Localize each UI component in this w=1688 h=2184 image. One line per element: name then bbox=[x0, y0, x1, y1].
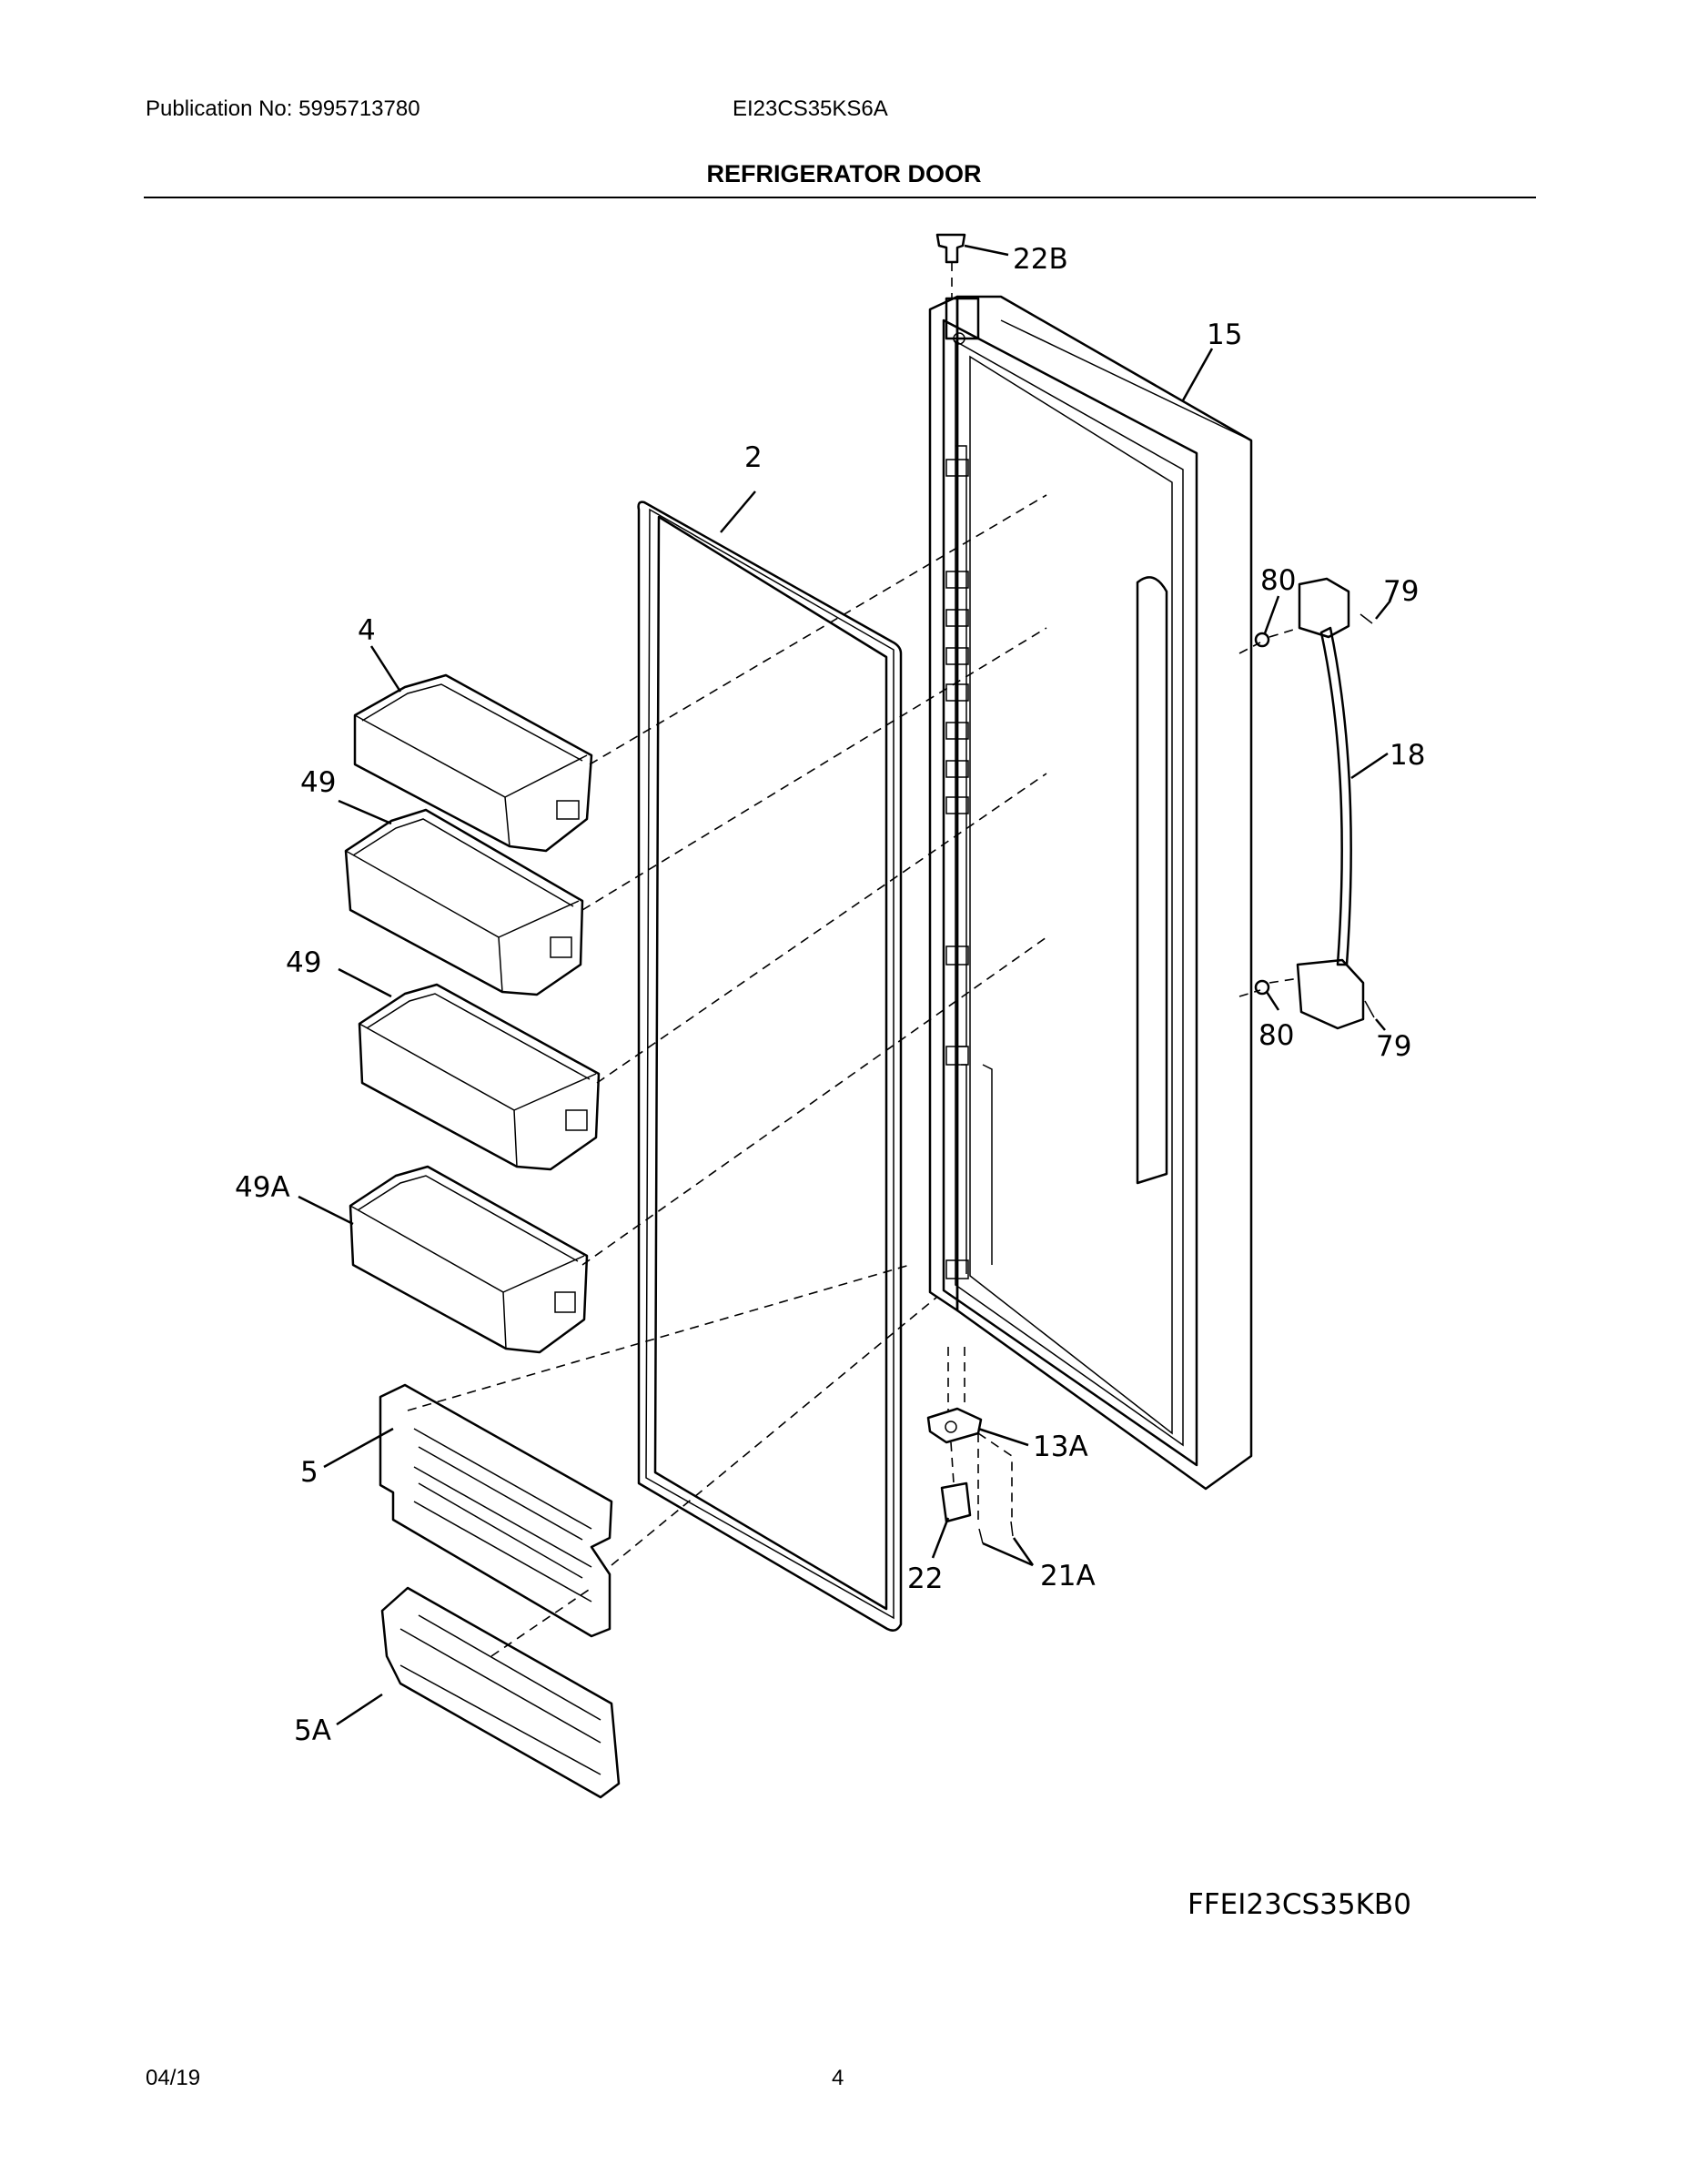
door-bin-part-49A bbox=[349, 1165, 589, 1354]
callout-22B: 22B bbox=[1013, 243, 1068, 276]
callout-18: 18 bbox=[1390, 739, 1425, 772]
door-bin-part-49-lower bbox=[358, 983, 601, 1171]
callout-13A: 13A bbox=[1033, 1431, 1088, 1463]
callout-49-upper: 49 bbox=[300, 766, 336, 799]
callout-49-lower: 49 bbox=[286, 946, 321, 979]
callout-labels: 22B 15 2 4 49 49 49A 80 79 18 80 79 13A … bbox=[235, 243, 1425, 1747]
leader-lines bbox=[298, 244, 1391, 1726]
shelf-frame-part-5A bbox=[380, 1586, 621, 1799]
callout-5A: 5A bbox=[294, 1714, 331, 1747]
callout-22: 22 bbox=[907, 1562, 943, 1595]
publication-number: Publication No: 5995713780 bbox=[146, 96, 420, 121]
callout-15: 15 bbox=[1207, 318, 1242, 351]
callout-79-lower: 79 bbox=[1376, 1030, 1411, 1063]
page-title: REFRIGERATOR DOOR bbox=[706, 160, 982, 187]
small-parts bbox=[926, 233, 1375, 1544]
callout-49A: 49A bbox=[235, 1171, 290, 1204]
callout-80-lower: 80 bbox=[1258, 1019, 1294, 1052]
diagram-code: FFEI23CS35KB0 bbox=[1188, 1888, 1411, 1921]
shelf-clips bbox=[945, 459, 969, 1279]
callout-79-upper: 79 bbox=[1383, 575, 1419, 608]
callout-2: 2 bbox=[744, 441, 763, 474]
callout-4: 4 bbox=[358, 614, 376, 647]
callout-5: 5 bbox=[300, 1456, 318, 1489]
alignment-lines bbox=[407, 262, 1300, 1657]
door-bin-part-49-upper bbox=[344, 808, 584, 996]
shelf-frame-part-5 bbox=[379, 1383, 613, 1638]
page-number: 4 bbox=[832, 2066, 844, 2090]
revision-date: 04/19 bbox=[146, 2066, 201, 2090]
door-liner-part-15 bbox=[928, 295, 1253, 1491]
model-number: EI23CS35KS6A bbox=[733, 96, 888, 121]
callout-80-upper: 80 bbox=[1260, 564, 1296, 597]
door-gasket-part-2 bbox=[637, 500, 903, 1632]
header-rule bbox=[144, 197, 1536, 198]
callout-21A: 21A bbox=[1040, 1560, 1096, 1592]
door-bin-part-4 bbox=[353, 673, 593, 853]
door-handle-part-18 bbox=[1296, 577, 1365, 1030]
